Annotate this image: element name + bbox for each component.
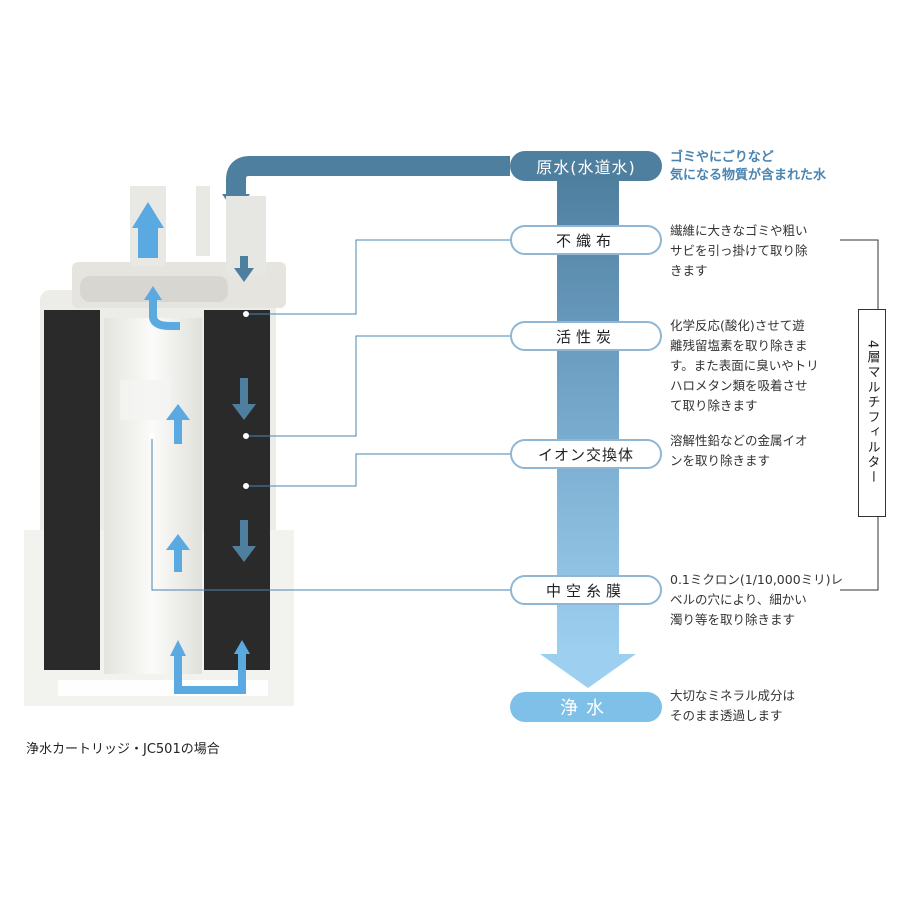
stage-hollow-desc: 0.1ミクロン(1/10,000ミリ)レ ベルの穴により、細かい 濁り等を取り除… bbox=[670, 572, 844, 627]
group-label: 4層マルチフィルター bbox=[858, 309, 886, 517]
stage-carbon-label: 活性炭 bbox=[510, 321, 662, 351]
leader-hollow bbox=[151, 436, 510, 591]
internal-flow-arrows bbox=[132, 202, 256, 694]
leader-nonwoven bbox=[246, 239, 510, 315]
caption: 浄水カートリッジ・JC501の場合 bbox=[26, 742, 220, 757]
cartridge bbox=[24, 186, 294, 706]
stage-ion-label: イオン交換体 bbox=[510, 439, 662, 469]
main-flow-arrow bbox=[540, 178, 636, 688]
stage-hollow-label: 中空糸膜 bbox=[510, 575, 662, 605]
stage-raw-desc: ゴミやにごりなど 気になる物質が含まれた水 bbox=[670, 150, 827, 183]
stage-raw-label: 原水(水道水) bbox=[510, 151, 662, 181]
stage-nonwoven-desc: 繊維に大きなゴミや粗い サビを引っ掛けて取り除 きます bbox=[670, 223, 808, 278]
stage-pure-label: 浄水 bbox=[510, 692, 662, 722]
stage-nonwoven-label: 不織布 bbox=[510, 225, 662, 255]
leader-carbon bbox=[246, 335, 510, 437]
leader-lines bbox=[151, 239, 510, 591]
leader-ion bbox=[246, 453, 510, 487]
leader-dots bbox=[149, 311, 249, 489]
stage-carbon-desc: 化学反応(酸化)させて遊 離残留塩素を取り除きま す。また表面に臭いやトリ ハロ… bbox=[670, 318, 819, 413]
stage-ion-desc: 溶解性鉛などの金属イオ ンを取り除きます bbox=[670, 433, 808, 468]
stage-pure-desc: 大切なミネラル成分は そのまま透過します bbox=[670, 688, 796, 723]
